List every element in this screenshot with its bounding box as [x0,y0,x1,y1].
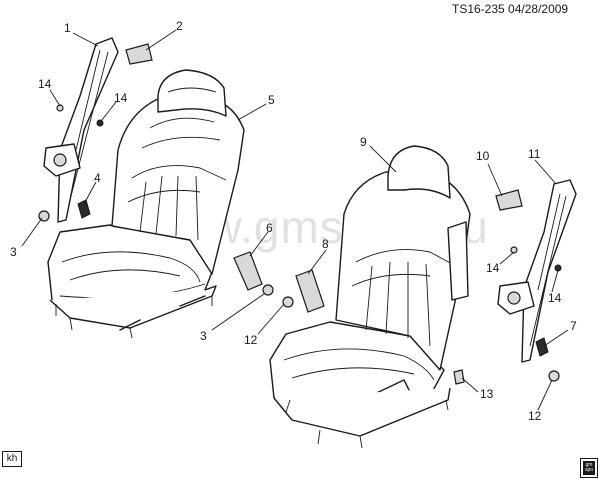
right-buckle-8 [295,269,325,313]
right-trim-cover-10 [495,189,523,211]
callout-14a: 14 [38,77,52,91]
left-headrest [157,69,227,117]
left-buckle-6 [233,251,263,291]
callout-3b: 3 [200,329,207,343]
callout-1: 1 [64,21,71,35]
callout-11: 11 [528,147,541,161]
gm-spo-logo-text: gm spo [584,462,594,473]
right-headrest [387,145,451,199]
diagram-ref-code: TS16-235 [452,2,505,16]
callout-12b: 12 [528,409,542,423]
left-anchor-bolt-4 [77,199,91,219]
diagram-header: TS16-235 04/28/2009 [452,2,568,16]
left-belt-webbing [57,37,119,223]
right-nut-12b [548,370,560,382]
left-bolt-14b [96,119,104,127]
right-bolt-14c [510,246,518,254]
left-seat-assembly [47,69,245,339]
callout-14d: 14 [548,291,562,305]
callout-8: 8 [322,237,329,251]
callout-numbers: 1 2 14 14 5 4 3 6 3 12 8 9 10 11 14 14 7… [10,19,577,423]
callout-3a: 3 [10,245,17,259]
author-tag: kh [2,451,22,467]
left-nut-3b [262,284,274,296]
callout-10: 10 [476,149,490,163]
callout-14c: 14 [486,261,500,275]
right-belt-webbing [521,179,577,363]
left-bolt-14a [56,104,64,112]
gm-spo-logo: gm spo [580,458,598,478]
left-trim-cover [125,43,153,65]
left-seat-rail [49,285,217,329]
callout-2: 2 [176,19,183,33]
diagram-date: 04/28/2009 [508,2,569,16]
callout-6: 6 [266,221,273,235]
right-anchor-bolt-7 [535,337,549,357]
right-seat-assembly [269,145,471,449]
left-seat-belt-retractor [43,37,119,223]
right-nut-12a [282,296,294,308]
callout-leaders [21,29,569,411]
callout-12a: 12 [244,333,258,347]
callout-4: 4 [94,171,101,185]
right-fastener-13 [453,369,465,385]
right-seat-side-pocket [447,221,469,301]
callout-7: 7 [570,319,577,333]
callout-13: 13 [480,387,494,401]
right-seat-belt-retractor [497,179,577,363]
callout-9: 9 [360,135,367,149]
callout-5: 5 [268,93,275,107]
callout-14b: 14 [114,91,128,105]
